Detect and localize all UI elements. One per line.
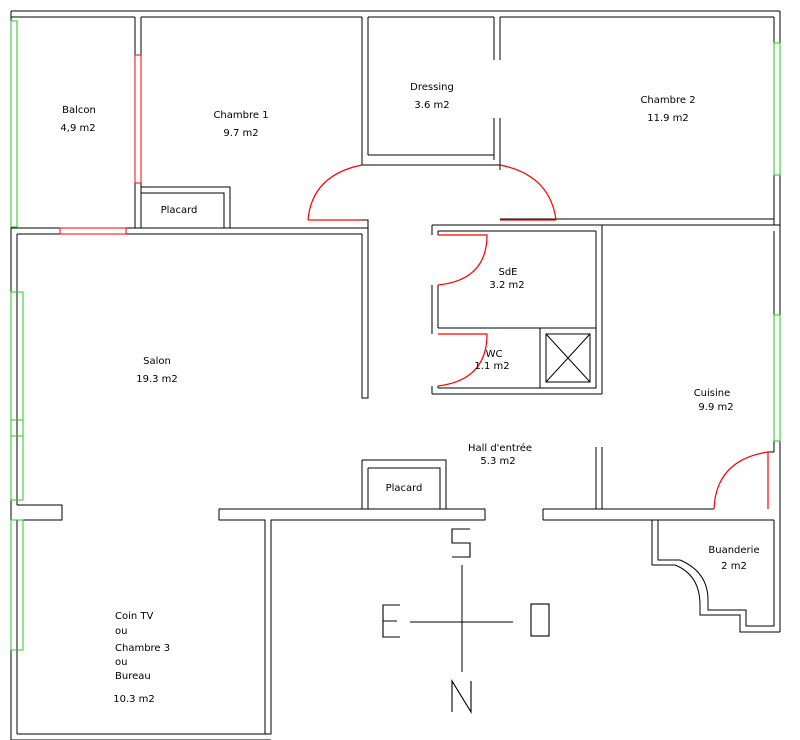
area-chambre-1: 9.7 m2 [223,128,258,139]
shaft-diagonals [545,333,591,383]
wall-outer-left-main [10,228,18,740]
label-coin-tv-3: Chambre 3 [115,643,170,654]
window-salon-mullion [11,419,23,437]
label-salon: Salon [143,356,171,367]
wall-sde-wc [431,225,603,395]
shaft-cross [545,333,591,383]
wall-bottom-tv [11,733,271,740]
window-balcon [10,20,18,228]
opening-balcon-salon [59,227,127,235]
label-hall: Hall d'entrée [468,442,532,454]
compass-letter-north [451,679,472,714]
label-placard-1: Placard [161,205,198,216]
door-chambre1 [307,164,363,221]
wall-hall-lower [218,508,486,735]
window-salon [10,291,24,501]
label-chambre-2: Chambre 2 [640,95,695,106]
area-cuisine: 9.9 m2 [698,402,733,413]
openings [59,54,142,235]
window-cuisine [773,314,781,442]
area-chambre-2: 11.9 m2 [647,113,689,124]
area-buanderie: 2 m2 [721,561,747,572]
wall-outer-right [773,11,781,632]
area-salon: 19.3 m2 [136,374,178,385]
label-chambre-1: Chambre 1 [213,110,268,121]
wall-placard-2 [361,459,447,509]
compass-letter-south [451,528,471,558]
label-sde: SdE [498,267,517,278]
label-wc: WC [486,349,503,360]
label-coin-tv-4: ou [115,657,127,668]
window-coin-tv [10,519,24,651]
area-coin-tv: 10.3 m2 [113,694,155,705]
area-balcon: 4,9 m2 [60,123,95,134]
label-coin-tv-2: ou [115,626,127,637]
label-coin-tv-1: Coin TV [115,611,154,622]
window-chambre2 [773,42,781,176]
compass-letter-west [530,603,550,637]
wall-balcon-chambre1 [134,17,142,228]
room-labels: Balcon 4,9 m2 Chambre 1 9.7 m2 Dressing … [60,82,759,705]
label-placard-2: Placard [386,483,423,494]
wall-salon-top [11,219,369,399]
compass-letter-east [382,604,400,638]
wall-hall-kitchen [542,447,774,521]
door-wc [437,333,488,387]
label-cuisine: Cuisine [694,388,731,399]
wall-salon-tv [17,504,63,521]
label-dressing: Dressing [410,82,454,93]
door-chambre2 [499,164,557,221]
wall-buanderie [651,520,780,633]
door-buanderie [713,451,769,510]
wall-cuisine-right [768,231,775,453]
opening-balcon-chambre1 [134,54,142,184]
doors [307,164,769,510]
area-hall: 5.3 m2 [480,456,515,467]
area-sde: 3.2 m2 [489,280,524,291]
compass-rose: S E O N [382,528,550,714]
wall-outer-top [11,10,780,18]
label-coin-tv-5: Bureau [115,671,151,682]
wall-dressing [361,17,501,166]
wall-chambre2-bottom [431,165,780,235]
label-balcon: Balcon [62,105,96,116]
label-buanderie: Buanderie [708,545,759,556]
windows [10,20,781,651]
area-wc: 1.1 m2 [474,361,509,372]
wall-placard-1 [141,186,231,228]
area-dressing: 3.6 m2 [414,100,449,111]
door-sde [437,234,488,286]
